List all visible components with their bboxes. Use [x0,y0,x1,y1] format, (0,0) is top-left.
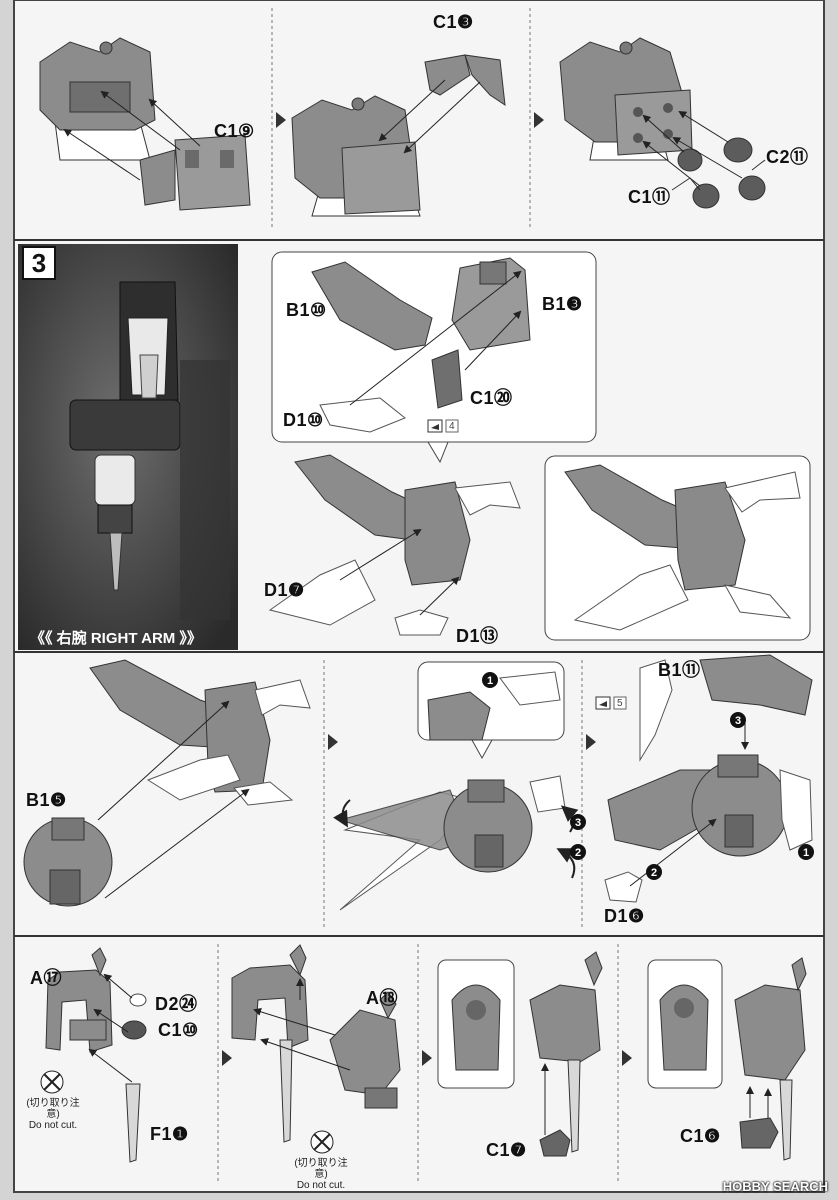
warning-jp: (切り取り注意) [26,1098,80,1120]
top-panel-1 [39,37,251,211]
label-b110: B1⑩ [286,300,327,320]
step-number: 3 [22,246,56,280]
label-c19: C1⑨ [214,121,255,141]
label-c111: C1⑪ [628,187,671,207]
ref-page-5: 5 [617,698,623,709]
top-panel-3 [559,37,766,209]
warning-jp: (切り取り注意) [294,1158,348,1180]
order-mark-6: 2 [651,867,657,879]
label-c110: C1⑩ [158,1020,199,1040]
right-arm-figure [69,281,230,620]
bottom-panel-1 [40,947,147,1163]
row4-panel-3 [595,654,813,903]
label-a17: A⑰ [30,968,62,988]
label-c17: C1❼ [486,1140,527,1160]
label-d17: D1❼ [264,580,305,600]
bottom-panel-3 [437,951,603,1157]
ref-page-4: 4 [449,421,455,432]
order-mark-5: 1 [803,847,809,859]
label-c211: C2⑪ [766,147,809,167]
order-mark-1: 1 [487,675,493,687]
flow-arrows [222,112,632,1066]
label-c120: C1⑳ [470,388,513,408]
row4-panel-2 [333,661,579,911]
watermark: HOBBY SEARCH [722,1179,828,1194]
warning-2: (切り取り注意) Do not cut. [290,1158,352,1191]
right-arm-caption: 《《 右腕 RIGHT ARM 》》 [30,630,202,647]
order-mark-4: 3 [735,715,741,727]
label-f11: F1❶ [150,1124,189,1144]
order-marks [482,672,814,880]
warning-1: (切り取り注意) Do not cut. [22,1098,84,1131]
label-b15: B1❺ [26,790,67,810]
order-mark-2: 3 [575,817,581,829]
label-c13: C1❸ [433,12,474,32]
section3-assembly [268,454,521,636]
label-c16: C1❻ [680,1126,721,1146]
bottom-panel-2 [231,944,401,1154]
label-d113: D1⑬ [456,626,499,646]
order-mark-3: 2 [575,847,581,859]
row4-panel-1 [23,659,311,907]
label-d16: D1❻ [604,906,645,926]
warning-en: Do not cut. [28,1120,78,1131]
bottom-panel-4 [647,957,807,1161]
label-b13: B1❸ [542,294,583,314]
section3-exploded [311,257,531,433]
top-panel-2 [291,54,506,217]
label-b111: B1⑪ [658,660,701,680]
label-d224: D2㉔ [155,994,198,1014]
section3-result [564,464,801,631]
warning-en: Do not cut. [296,1180,346,1191]
label-d110: D1⑩ [283,410,324,430]
label-a18: A⑱ [366,988,398,1008]
